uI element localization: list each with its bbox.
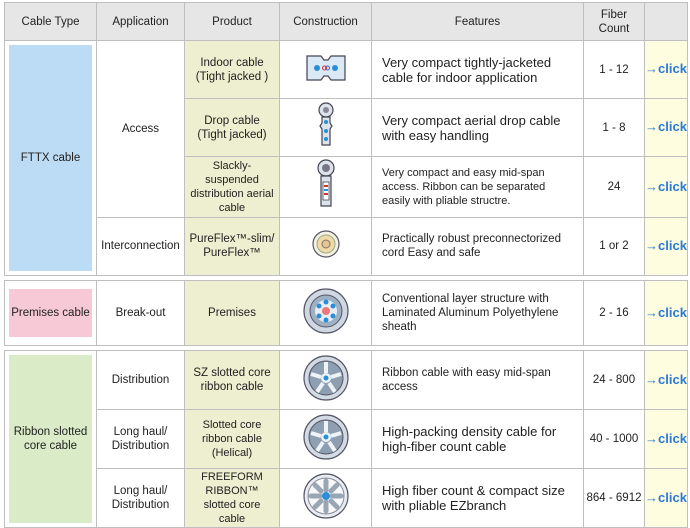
- application-cell: Interconnection: [96, 216, 185, 277]
- header-cable-type: Cable Type: [4, 2, 97, 41]
- product-cell: Premises: [184, 280, 280, 346]
- link-cell: →click: [644, 39, 688, 100]
- header-fiber-count: Fiber Count: [583, 2, 645, 41]
- indoor-cable-icon: [305, 55, 346, 81]
- construction-cell: [279, 280, 372, 346]
- construction-cell: [279, 350, 372, 410]
- aerial-cable-icon: [316, 159, 335, 207]
- construction-cell: [279, 39, 372, 100]
- application-cell: Long haul/ Distribution: [96, 468, 185, 528]
- fiber-count-cell: 40 - 1000: [583, 409, 645, 469]
- helical-slotted-cable-icon: [302, 414, 349, 460]
- link-cell: →click: [644, 216, 688, 277]
- product-cell: Indoor cable (Tight jacked ): [184, 39, 280, 100]
- header-application: Application: [96, 2, 185, 41]
- group-label-fttx: FTTX cable: [9, 45, 92, 271]
- construction-cell: [279, 98, 372, 158]
- header-link: [644, 2, 688, 41]
- cable-product-table: Cable Type Application Product Construct…: [4, 2, 688, 528]
- premises-cable-icon: [302, 288, 349, 334]
- header-construction: Construction: [279, 2, 372, 41]
- fiber-count-cell: 1 - 8: [583, 98, 645, 158]
- fiber-count-cell: 24: [583, 156, 645, 218]
- features-cell: Conventional layer structure with Lamina…: [371, 280, 584, 346]
- product-cell: FREEFORM RIBBON™ slotted core cable: [184, 468, 280, 528]
- table-row: Long haul/ Distribution FREEFORM RIBBON™…: [5, 468, 688, 528]
- click-link[interactable]: →click: [645, 237, 687, 253]
- link-cell: →click: [644, 280, 688, 346]
- cord-icon: [311, 230, 340, 258]
- fiber-count-cell: 2 - 16: [583, 280, 645, 346]
- fiber-count-cell: 864 - 6912: [583, 468, 645, 528]
- application-cell: Access: [96, 40, 185, 218]
- features-cell: Very compact tightly-jacketed cable for …: [371, 39, 584, 100]
- table-row: Ribbon slotted core cable Distribution S…: [4, 350, 688, 528]
- features-cell: Very compact aerial drop cable with easy…: [371, 98, 584, 158]
- table-row: Slackly-suspended distribution aerial ca…: [5, 156, 688, 218]
- drop-cable-icon: [317, 102, 334, 146]
- freeform-ribbon-cable-icon: [302, 473, 349, 519]
- cable-table-page: Cable Type Application Product Construct…: [4, 2, 688, 528]
- header-product: Product: [184, 2, 280, 41]
- construction-cell: [279, 156, 372, 218]
- product-cell: SZ slotted core ribbon cable: [184, 350, 280, 410]
- application-cell: Break-out: [96, 280, 185, 346]
- link-cell: →click: [644, 350, 688, 410]
- sz-slotted-cable-icon: [302, 355, 349, 401]
- group-label-premises: Premises cable: [9, 289, 92, 337]
- click-link[interactable]: →click: [645, 61, 687, 77]
- features-cell: Very compact and easy mid-span access. R…: [371, 156, 584, 218]
- group-label-ribbon: Ribbon slotted core cable: [9, 355, 92, 523]
- fiber-count-cell: 24 - 800: [583, 350, 645, 410]
- product-cell: PureFlex™-slim/ PureFlex™: [184, 216, 280, 277]
- table-row: FTTX cable Access Indoor cable (Tight ja…: [4, 39, 688, 276]
- group-cell-fttx: FTTX cable: [4, 40, 97, 276]
- features-cell: High fiber count & compact size with pli…: [371, 468, 584, 528]
- table-row: Drop cable (Tight jacked) Very compact a…: [5, 98, 688, 158]
- header-features: Features: [371, 2, 584, 41]
- group-cell-premises: Premises cable: [4, 280, 97, 346]
- fiber-count-cell: 1 or 2: [583, 216, 645, 277]
- link-cell: →click: [644, 409, 688, 469]
- product-cell: Slackly-suspended distribution aerial ca…: [184, 156, 280, 218]
- features-cell: High-packing density cable for high-fibe…: [371, 409, 584, 469]
- click-link[interactable]: →click: [645, 178, 687, 194]
- fiber-count-cell: 1 - 12: [583, 39, 645, 100]
- table-row: Interconnection PureFlex™-slim/ PureFlex…: [5, 216, 688, 277]
- construction-cell: [279, 468, 372, 528]
- click-link[interactable]: →click: [645, 119, 687, 135]
- click-link[interactable]: →click: [645, 489, 687, 505]
- product-cell: Drop cable (Tight jacked): [184, 98, 280, 158]
- features-cell: Practically robust preconnectorized cord…: [371, 216, 584, 277]
- table-header-row: Cable Type Application Product Construct…: [4, 2, 688, 41]
- click-link[interactable]: →click: [645, 304, 687, 320]
- link-cell: →click: [644, 98, 688, 158]
- application-cell: Distribution: [96, 350, 185, 410]
- application-cell: Long haul/ Distribution: [96, 409, 185, 469]
- click-link[interactable]: →click: [645, 371, 687, 387]
- features-cell: Ribbon cable with easy mid-span access: [371, 350, 584, 410]
- link-cell: →click: [644, 156, 688, 218]
- group-cell-ribbon: Ribbon slotted core cable: [4, 350, 97, 528]
- table-row: Long haul/ Distribution Slotted core rib…: [5, 409, 688, 469]
- product-cell: Slotted core ribbon cable (Helical): [184, 409, 280, 469]
- construction-cell: [279, 409, 372, 469]
- construction-cell: [279, 216, 372, 277]
- click-link[interactable]: →click: [645, 430, 687, 446]
- table-row: Premises cable Break-out Premises Conven…: [4, 280, 688, 346]
- link-cell: →click: [644, 468, 688, 528]
